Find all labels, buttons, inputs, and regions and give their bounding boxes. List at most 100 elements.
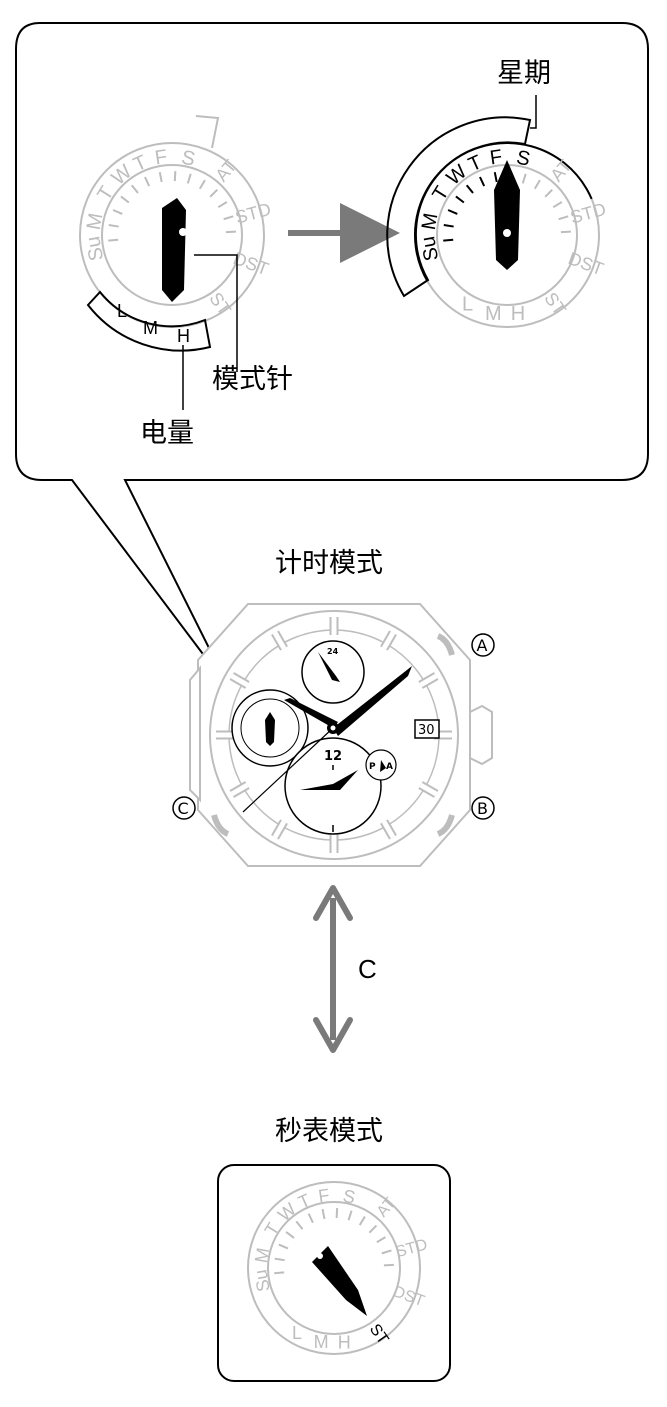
svg-text:C: C (178, 799, 189, 818)
svg-text:A: A (477, 636, 488, 655)
power-letter: L (292, 1323, 302, 1343)
dial-tick (186, 173, 192, 184)
subdial-24-label: 24 (327, 647, 339, 656)
dial-tick (383, 1263, 394, 1267)
hour-marker-inner (272, 631, 287, 650)
button-c[interactable]: C (172, 796, 196, 820)
dial-tick (479, 176, 486, 187)
dial-tick (112, 209, 123, 215)
dial-tick (295, 1220, 304, 1230)
dial-tick (560, 230, 571, 234)
leader-lines-1 (182, 254, 238, 410)
date-value: 30 (418, 723, 435, 738)
dial-tick (443, 224, 454, 228)
dial-tick (209, 189, 218, 198)
dial-tick (278, 1243, 289, 1250)
dial-tick (558, 215, 569, 221)
timekeeping-mode-title: 计时模式 (275, 548, 383, 579)
dial-tick (447, 209, 458, 215)
dial-tick (130, 184, 139, 194)
dial-tick (285, 1231, 295, 1239)
dial-tick (443, 238, 454, 242)
day-leader-line (530, 95, 537, 129)
power-letter: M (485, 303, 502, 325)
watch-face: 24 12 P A 30 (189, 603, 493, 867)
hour-marker-inner (230, 782, 249, 797)
hour-hand-icon (284, 698, 338, 728)
day-letter: Su (250, 1268, 274, 1293)
twelve-label: 12 (324, 749, 342, 764)
dial-tick (521, 173, 527, 184)
power-label: 电量 (140, 418, 194, 449)
dial-tick (158, 171, 163, 183)
dial-tick (544, 189, 553, 198)
power-level-m: M (143, 318, 158, 338)
dial-tick (120, 195, 130, 204)
dial-tick (358, 1216, 366, 1226)
day-letter: Su (417, 235, 443, 263)
dial-tick (108, 224, 119, 228)
dial-tick (533, 179, 541, 190)
day-letter: Su (82, 235, 108, 263)
dial-tick (108, 238, 119, 242)
dial-tick (376, 1236, 386, 1244)
dial-tick (552, 201, 563, 209)
day-letter: F (154, 146, 169, 169)
dial-tick (225, 230, 236, 234)
power-level-l: L (117, 301, 127, 321)
power-letter: H (338, 1332, 351, 1352)
button-a[interactable]: A (471, 633, 495, 657)
mode-hand-icon (162, 198, 186, 302)
power-level-h: H (177, 326, 190, 346)
mode-switch-arrow (313, 885, 353, 1053)
dial-tick (217, 201, 228, 209)
hour-marker-inner (230, 673, 249, 688)
day-letter: F (317, 1185, 331, 1206)
date-window (414, 719, 440, 739)
day-letter: S (179, 147, 197, 171)
dial-tick (381, 1249, 392, 1255)
dial-tick (144, 176, 151, 187)
button-b[interactable]: B (471, 796, 495, 820)
dial-tick (455, 195, 465, 204)
callout-bubble (15, 22, 649, 691)
dial-tick (368, 1224, 378, 1234)
power-letter: L (462, 293, 473, 315)
dial-tick (198, 179, 206, 190)
minute-hand-icon (333, 666, 412, 736)
switch-button-label: C (358, 954, 377, 984)
power-letter: H (511, 303, 525, 325)
pa-p: P (369, 762, 376, 772)
svg-text:B: B (477, 799, 488, 818)
dial-tick (493, 171, 498, 183)
hour-marker-inner (381, 820, 396, 839)
hour-marker-inner (419, 782, 438, 797)
second-hand-icon (242, 727, 334, 813)
mode-hand-icon (494, 160, 520, 270)
power-level-arc (86, 290, 212, 352)
stopwatch-mode-title: 秒表模式 (275, 1116, 383, 1147)
day-label: 星期 (497, 58, 551, 89)
day-letter: F (489, 146, 504, 169)
day-letter: M (83, 211, 108, 231)
dial-tick (465, 184, 474, 194)
day-letter: M (418, 211, 443, 231)
day-letter: M (251, 1246, 273, 1264)
dial-tick (321, 1208, 326, 1220)
dial-tick (223, 215, 234, 221)
pa-a: A (386, 762, 393, 772)
dial-tick (274, 1271, 285, 1275)
dial-tick (307, 1213, 314, 1224)
power-letter: M (314, 1332, 329, 1352)
day-letter: S (341, 1186, 357, 1208)
mode-hand-label: 模式针 (212, 364, 293, 395)
dial-tick (335, 1208, 339, 1219)
hour-marker-inner (381, 631, 396, 650)
hour-marker-inner (272, 820, 287, 839)
dial-tick (347, 1210, 353, 1221)
hour-marker-inner (419, 673, 438, 688)
mode-hand-icon (312, 1246, 367, 1316)
dial-tick (274, 1257, 285, 1262)
dial-tick (173, 171, 177, 182)
